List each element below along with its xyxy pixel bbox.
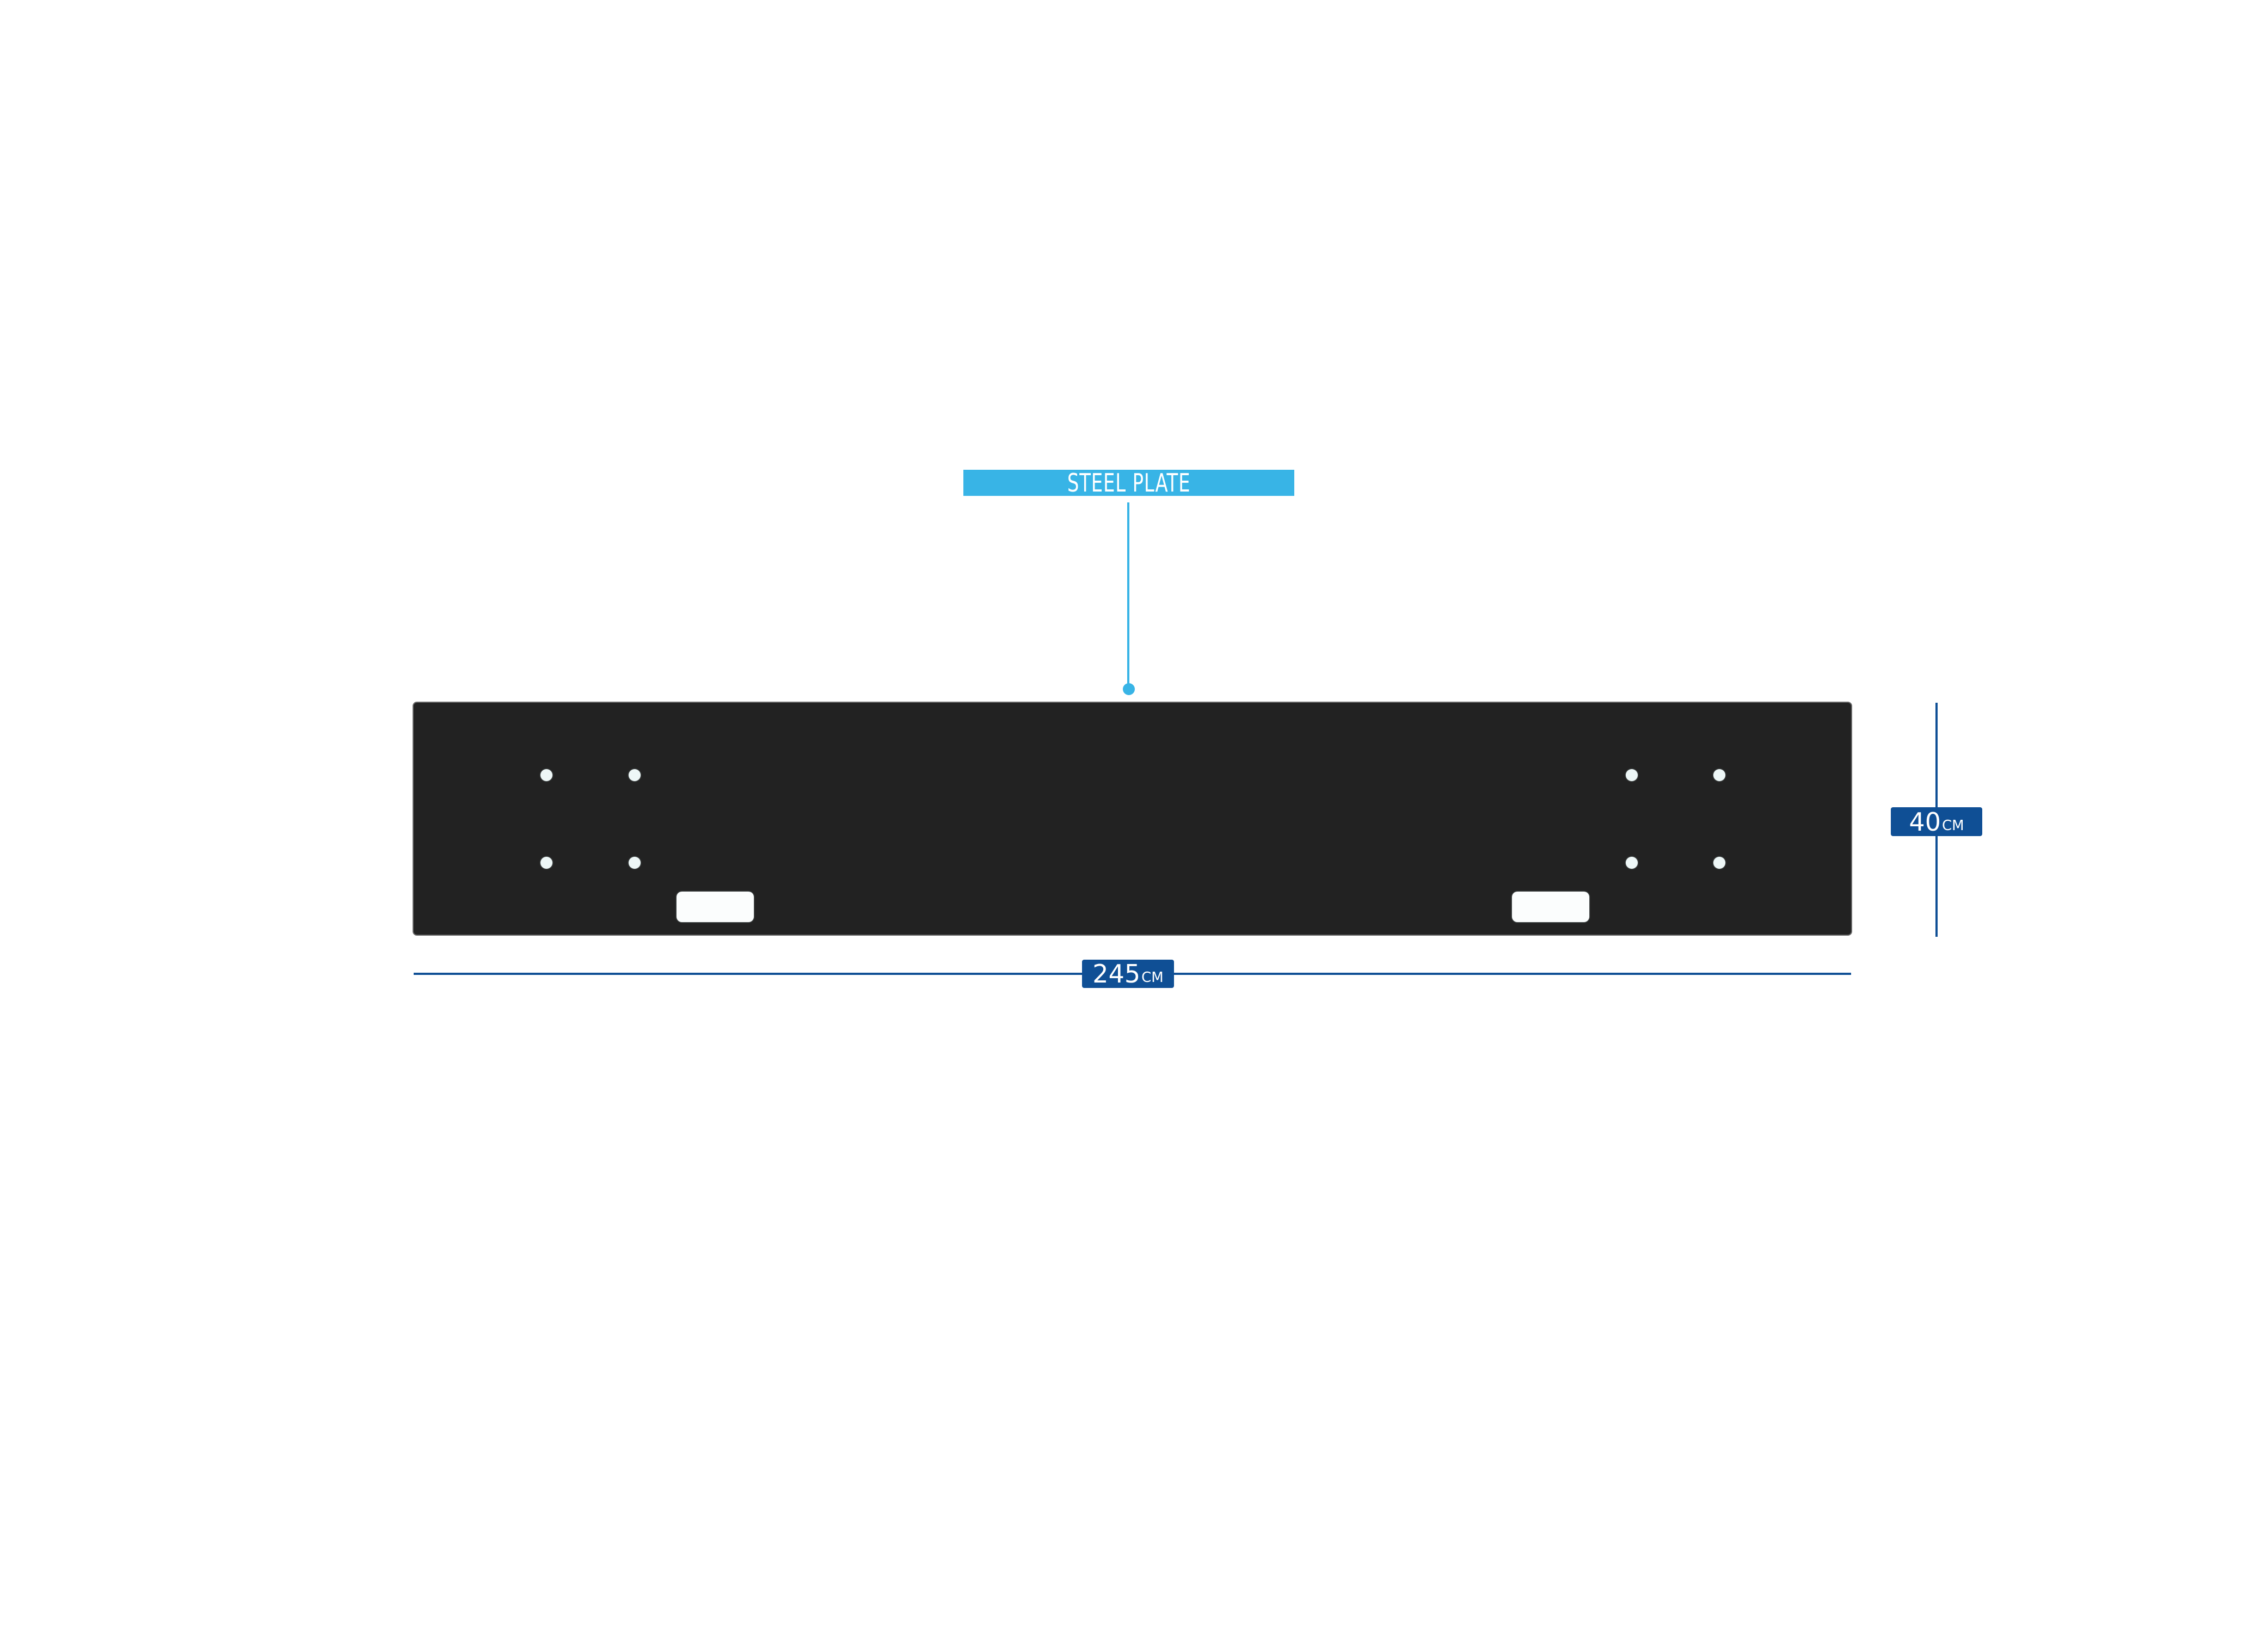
steel-plate-label-text: STEEL PLATE — [1067, 468, 1191, 498]
plate-slot-right — [1512, 892, 1589, 922]
mounting-hole — [629, 857, 641, 869]
width-value: 245 — [1092, 959, 1141, 989]
height-dimension-badge: 40 CM — [1891, 807, 1982, 836]
callout-anchor-dot — [1123, 683, 1135, 695]
mounting-hole — [629, 769, 641, 781]
callout-leader-line — [1127, 502, 1129, 689]
mounting-hole — [1713, 769, 1725, 781]
width-dimension-badge: 245 CM — [1082, 960, 1174, 988]
plate-slot-left — [677, 892, 754, 922]
mounting-hole — [1626, 857, 1638, 869]
mounting-hole — [540, 857, 552, 869]
steel-plate-label: STEEL PLATE — [963, 470, 1294, 496]
height-unit: CM — [1941, 817, 1964, 834]
mounting-hole — [1713, 857, 1725, 869]
height-value: 40 — [1909, 807, 1941, 837]
mounting-hole — [1626, 769, 1638, 781]
steel-plate — [413, 702, 1852, 936]
mounting-hole — [540, 769, 552, 781]
width-unit: CM — [1141, 969, 1164, 986]
